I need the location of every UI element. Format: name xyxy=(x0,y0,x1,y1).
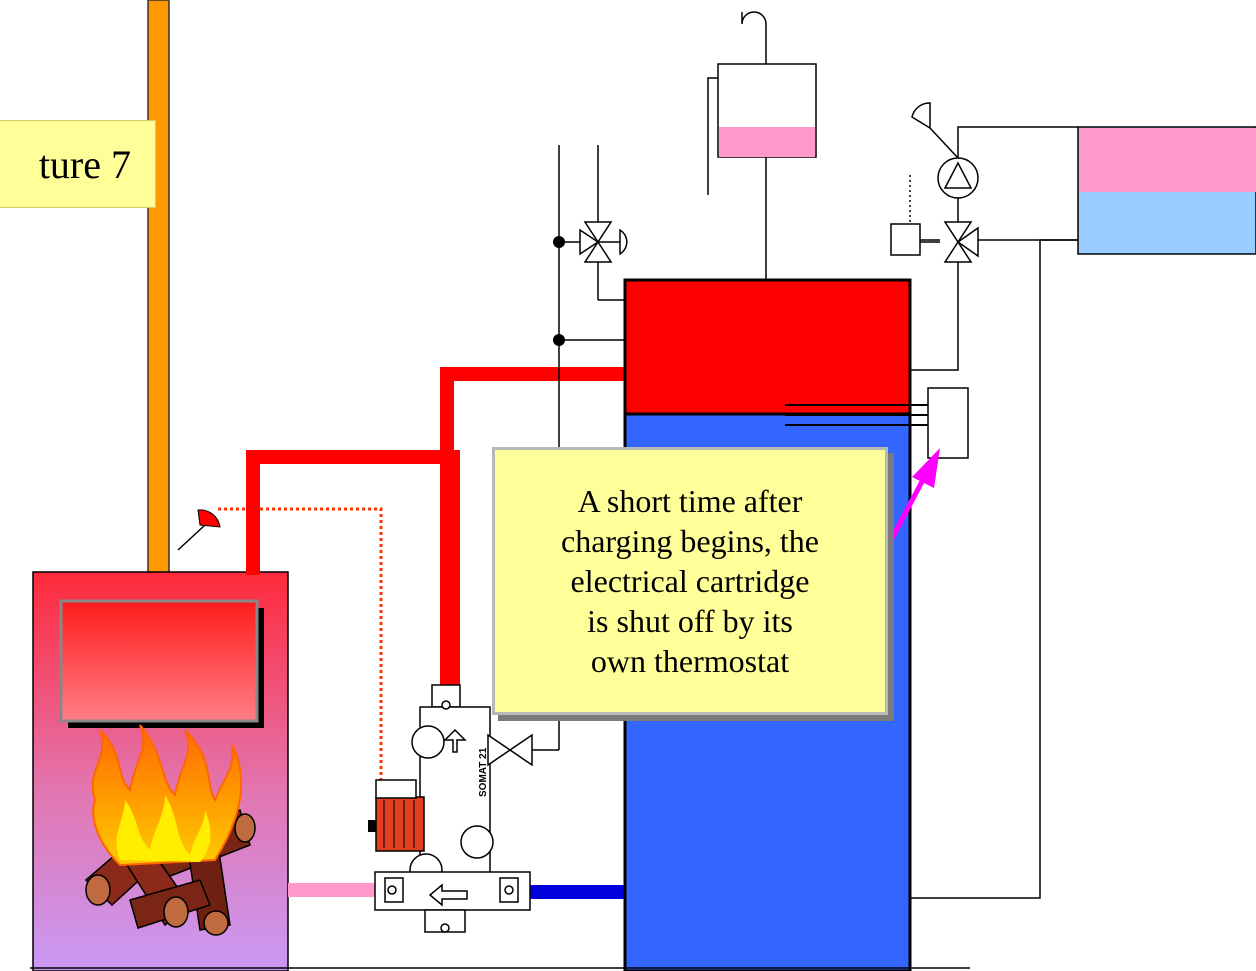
callout-box: A short time after charging begins, the … xyxy=(492,447,888,715)
hot-pipe xyxy=(246,367,625,690)
electric-cartridge xyxy=(785,387,969,459)
tank-hot xyxy=(623,278,912,416)
thermostat-bulb-icon xyxy=(177,509,221,551)
mixing-valve-unit xyxy=(374,684,531,933)
chimney xyxy=(147,0,170,579)
junction-dot xyxy=(553,236,565,248)
three-way-valve-icon xyxy=(920,221,979,263)
valve-motor xyxy=(368,779,425,852)
flame-icon xyxy=(91,724,243,867)
expansion-vessel xyxy=(707,11,817,280)
boiler-door xyxy=(59,599,259,723)
heat-emitter xyxy=(1077,126,1256,255)
callout-text: A short time after charging begins, the … xyxy=(560,483,819,679)
junction-dot xyxy=(553,334,565,346)
picture-label: ture 7 xyxy=(0,120,156,208)
device-label: SOMAT 21 xyxy=(478,747,489,797)
valve-actuator xyxy=(890,223,921,256)
pump-icon xyxy=(911,102,979,199)
gate-valve-icon xyxy=(487,733,533,767)
three-way-valve-icon xyxy=(579,221,628,263)
heating-circuit xyxy=(909,126,1078,899)
